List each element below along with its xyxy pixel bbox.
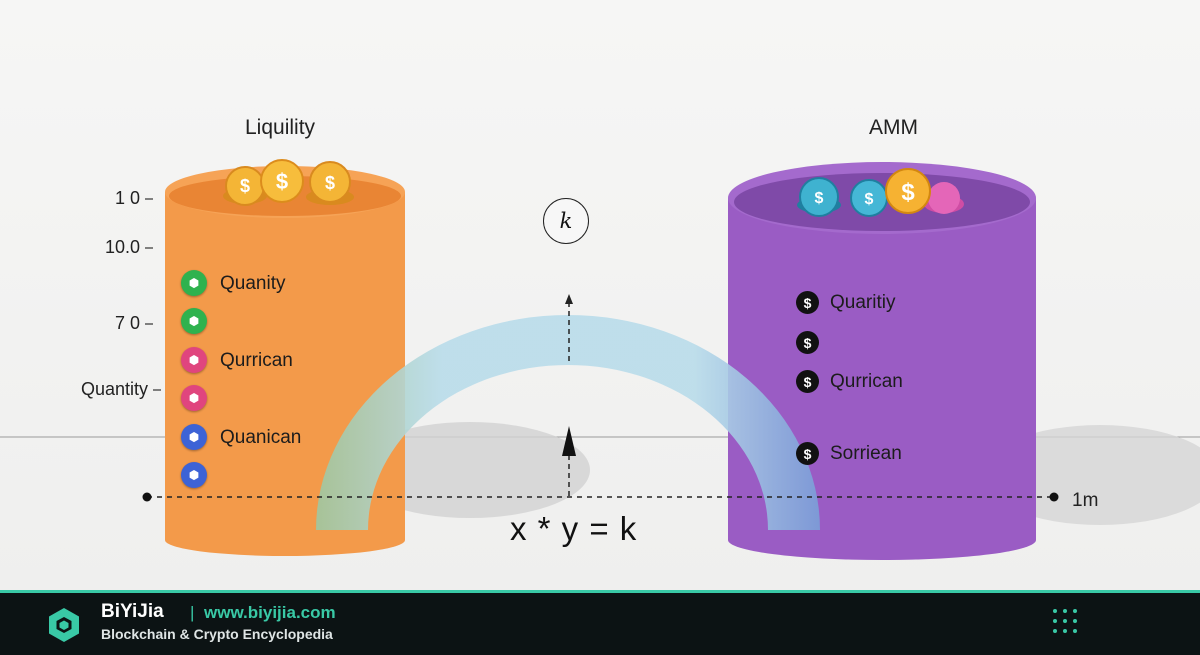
token-icon: ⬢ xyxy=(181,385,207,411)
token-icon: ⬢ xyxy=(181,424,207,450)
left-item-label: Quanican xyxy=(220,427,302,448)
svg-text:$: $ xyxy=(865,191,874,208)
token-icon: ⬢ xyxy=(181,308,207,334)
footer-bar: BiYiJia | www.biyijia.com Blockchain & C… xyxy=(0,590,1200,655)
axis-label-3: 7 0 xyxy=(114,313,140,333)
svg-text:$: $ xyxy=(815,190,824,207)
constant-product-formula: x * y = k xyxy=(510,510,638,547)
left-shadow xyxy=(350,422,590,518)
tagline: Blockchain & Crypto Encyclopedia xyxy=(101,626,333,642)
left-item-label: Qurrican xyxy=(220,350,293,371)
svg-text:$: $ xyxy=(901,179,915,206)
diagram-stage: $ $ $ $ $ $ xyxy=(0,0,1200,590)
left-axis-ticks xyxy=(145,198,161,391)
token-icon: ⬢ xyxy=(181,462,207,488)
brand-name: BiYiJia xyxy=(101,601,164,622)
left-item-label: Quanity xyxy=(220,273,286,294)
baseline-left-dot xyxy=(142,492,152,502)
right-coins: $ $ $ xyxy=(797,168,964,217)
right-item-label: Qurrican xyxy=(830,371,903,392)
axis-label-quantity: Quantity xyxy=(80,379,148,399)
bottom-arrowhead xyxy=(562,426,576,456)
curve-arch xyxy=(316,315,820,530)
svg-text:$: $ xyxy=(325,173,335,193)
axis-label-1: 1 0 xyxy=(114,188,140,208)
left-coins: $ $ $ xyxy=(223,159,354,206)
right-title: AMM xyxy=(869,116,918,139)
grid-menu-icon[interactable] xyxy=(1050,606,1080,636)
constant-k-symbol: k xyxy=(543,198,589,244)
site-url-link[interactable]: www.biyijia.com xyxy=(204,603,336,622)
svg-text:$: $ xyxy=(276,169,288,194)
right-item-label: Sorriean xyxy=(830,443,902,464)
dollar-icon: $ xyxy=(796,442,819,465)
right-item-label: Quaritiy xyxy=(830,292,896,313)
dollar-icon: $ xyxy=(796,370,819,393)
top-arrowhead xyxy=(565,294,573,304)
dollar-icon: $ xyxy=(796,331,819,354)
axis-label-2: 10.0 xyxy=(104,237,140,257)
token-icon: ⬢ xyxy=(181,347,207,373)
left-title: Liquility xyxy=(245,116,316,139)
baseline-right-dot xyxy=(1049,492,1059,502)
svg-text:$: $ xyxy=(240,176,250,196)
token-icon: ⬢ xyxy=(181,270,207,296)
footer-separator: | xyxy=(190,603,195,622)
cube-logo-icon xyxy=(49,608,79,642)
right-tick-label: 1m xyxy=(1072,490,1099,511)
dollar-icon: $ xyxy=(796,291,819,314)
diagram-graphics: $ $ $ $ $ $ xyxy=(0,0,1200,590)
